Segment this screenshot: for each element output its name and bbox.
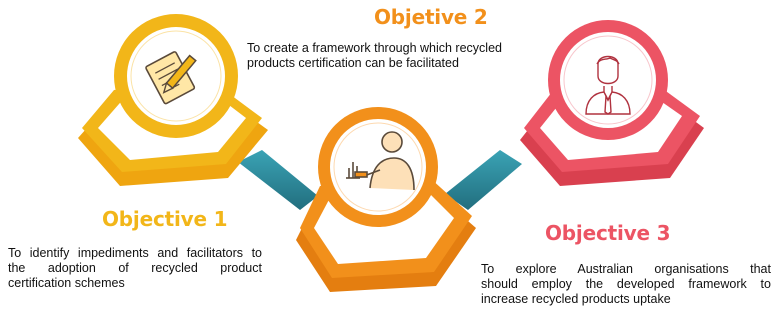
objective-3-title: Objective 3 <box>545 221 671 245</box>
objective-1-title: Objective 1 <box>102 207 228 231</box>
objective-3-description-line: increase recycled products uptake <box>481 292 671 306</box>
connector-1-2 <box>238 150 318 210</box>
objective-2-description-line: products certification can be facilitate… <box>247 56 459 70</box>
businessman-icon <box>585 55 631 115</box>
objective-1-description-line: To identify impediments and facilitators… <box>8 246 262 260</box>
objective-1-description-line: the adoption of recycled product <box>8 261 262 275</box>
person-with-chart-icon <box>346 131 415 191</box>
objective-3-description-line: should employ the developed framework to <box>481 277 771 291</box>
objective-2-description: To create a framework through which recy… <box>247 41 547 71</box>
hexagon-objective-3 <box>520 20 704 186</box>
hexagon-objective-1 <box>78 14 268 186</box>
hexagon-objective-2 <box>296 107 476 292</box>
objective-1-description-line: certification schemes <box>8 276 125 290</box>
objective-1-description: To identify impediments and facilitators… <box>8 246 262 291</box>
objective-2-title: Objetive 2 <box>374 5 488 29</box>
objective-3-description-line: To explore Australian organisations that <box>481 262 771 276</box>
document-pencil-icon <box>145 51 197 105</box>
connector-2-3 <box>445 150 522 210</box>
objective-2-description-line: To create a framework through which recy… <box>247 41 502 55</box>
objective-3-description: To explore Australian organisations that… <box>481 262 771 307</box>
